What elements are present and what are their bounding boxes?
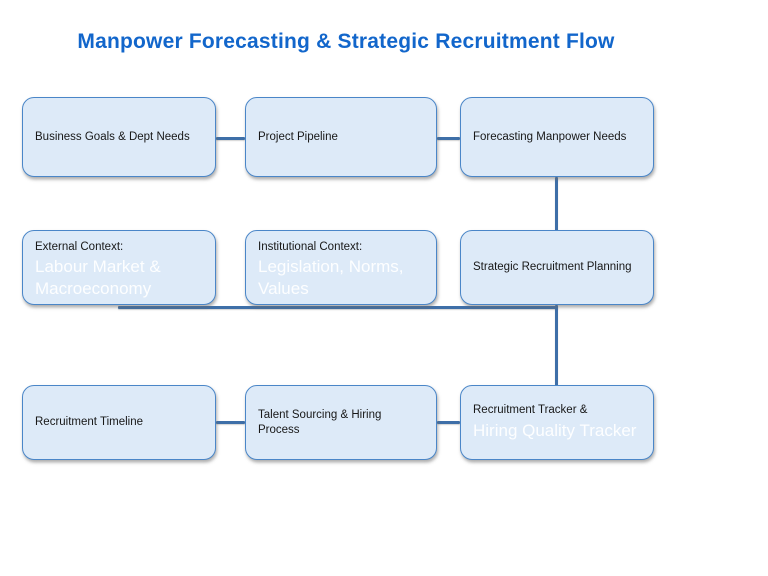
node-label: Recruitment Timeline — [35, 416, 144, 429]
node-subtitle: Legislation, Norms, Values — [258, 257, 404, 299]
connector-pipeline-to-forecast — [437, 137, 460, 140]
connector-context-elbow — [118, 306, 558, 309]
node-talent-sourcing: Talent Sourcing & Hiring Process — [245, 385, 437, 460]
diagram-title: Manpower Forecasting & Strategic Recruit… — [77, 30, 615, 53]
node-label: Business Goals & Dept Needs — [35, 130, 190, 143]
node-subtitle: Labour Market & Macroeconomy — [35, 257, 161, 299]
connector-sourcing-to-tracker — [437, 421, 460, 424]
node-business-goals: Business Goals & Dept Needs — [22, 97, 216, 177]
node-label: External Context: — [35, 241, 124, 253]
connector-forecast-to-planning — [555, 177, 558, 232]
node-label: Project Pipeline — [258, 130, 338, 143]
node-label: Talent Sourcing & Hiring Process — [258, 409, 382, 436]
node-forecasting-manpower-needs: Forecasting Manpower Needs — [460, 97, 654, 177]
node-recruitment-tracker: Recruitment Tracker & Hiring Quality Tra… — [460, 385, 654, 460]
connector-timeline-to-sourcing — [216, 421, 245, 424]
node-institutional-context: Institutional Context: Legislation, Norm… — [245, 230, 437, 305]
node-external-context: External Context: Labour Market & Macroe… — [22, 230, 216, 305]
node-subtitle: Hiring Quality Tracker — [473, 420, 637, 440]
connector-business-to-pipeline — [216, 137, 245, 140]
node-label: Strategic Recruitment Planning — [473, 261, 632, 274]
node-recruitment-timeline: Recruitment Timeline — [22, 385, 216, 460]
node-label: Institutional Context: — [258, 241, 363, 253]
node-strategic-recruitment-planning: Strategic Recruitment Planning — [460, 230, 654, 305]
connector-planning-to-tracker — [555, 305, 558, 387]
node-label: Recruitment Tracker & — [473, 404, 588, 417]
node-project-pipeline: Project Pipeline — [245, 97, 437, 177]
node-label: Forecasting Manpower Needs — [473, 130, 627, 143]
